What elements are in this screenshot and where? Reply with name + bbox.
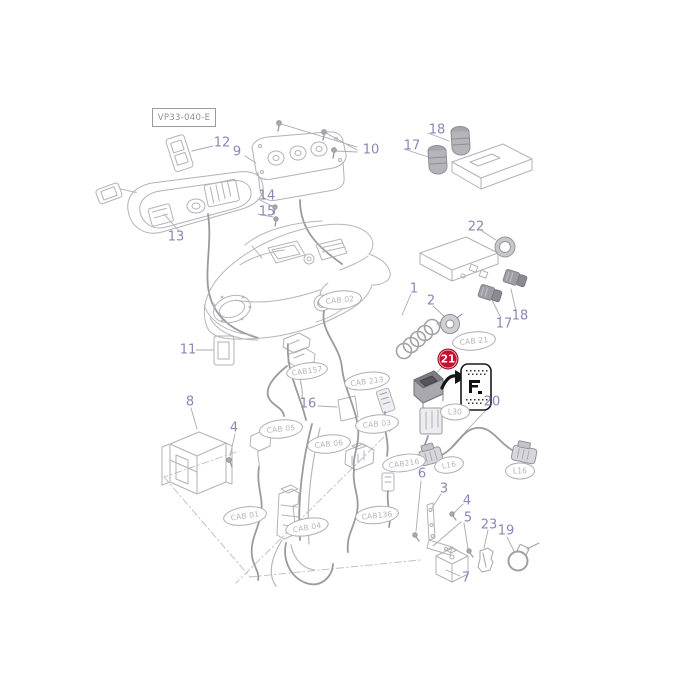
clamp-19 (507, 542, 540, 572)
part-number-17-mid[interactable]: 17 (495, 316, 513, 332)
part-number-9[interactable]: 9 (232, 144, 242, 160)
console-top-right (427, 126, 533, 190)
part-number-23[interactable]: 23 (480, 517, 498, 533)
relay-7 (435, 546, 469, 583)
switch-face-plate (460, 363, 492, 411)
screw-4-left (226, 457, 233, 468)
wiring-connectors (249, 282, 396, 540)
part-number-18-top[interactable]: 18 (428, 122, 446, 138)
part-number-18-mid[interactable]: 18 (511, 308, 529, 324)
part-number-11[interactable]: 11 (179, 342, 197, 358)
highlighted-part-badge[interactable]: 21 (437, 348, 459, 370)
part-number-14[interactable]: 14 (258, 188, 276, 204)
small-screws-bottom (412, 511, 474, 558)
part-number-7[interactable]: 7 (461, 570, 471, 586)
rocker-switch-21 (413, 370, 444, 435)
cab-roof (203, 220, 391, 341)
drawing-code-box: VP33-040-E (152, 108, 216, 127)
switch-symbol-icon (469, 380, 482, 394)
part-16-plate (337, 395, 359, 422)
part-number-1[interactable]: 1 (409, 281, 419, 297)
cable-label-l30-8: L30 (440, 403, 470, 421)
part-number-13[interactable]: 13 (167, 229, 185, 245)
part-11-blank-switch (213, 335, 235, 366)
screws-top (272, 120, 337, 227)
harness-20 (418, 427, 538, 467)
part-number-8[interactable]: 8 (185, 394, 195, 410)
part-number-10[interactable]: 10 (362, 142, 380, 158)
clip-23 (477, 547, 494, 573)
part-number-4-left[interactable]: 4 (229, 420, 239, 436)
part-number-3[interactable]: 3 (439, 481, 449, 497)
part-number-12[interactable]: 12 (213, 135, 231, 151)
drawing-code: VP33-040-E (157, 112, 211, 123)
part-number-2[interactable]: 2 (426, 293, 436, 309)
part-number-22[interactable]: 22 (467, 219, 485, 235)
part-number-4-right[interactable]: 4 (462, 493, 472, 509)
part-number-19[interactable]: 19 (497, 523, 515, 539)
part-number-20[interactable]: 20 (483, 394, 501, 410)
bracket-3-6 (426, 502, 453, 556)
part-number-15[interactable]: 15 (258, 204, 276, 220)
part-13-console (95, 171, 264, 234)
part-number-17-top[interactable]: 17 (403, 138, 421, 154)
part-number-6[interactable]: 6 (417, 466, 427, 482)
part-12-switch (165, 134, 194, 172)
knob-part-2 (440, 313, 463, 334)
part-number-16[interactable]: 16 (299, 396, 317, 412)
coiled-cord (395, 318, 445, 360)
part-number-5[interactable]: 5 (463, 510, 473, 526)
cable-label-l16-10: L16 (505, 462, 535, 480)
console-mid-right (419, 236, 528, 303)
part-8-bracket-box (161, 431, 233, 495)
highlighted-part-number: 21 (440, 353, 456, 365)
